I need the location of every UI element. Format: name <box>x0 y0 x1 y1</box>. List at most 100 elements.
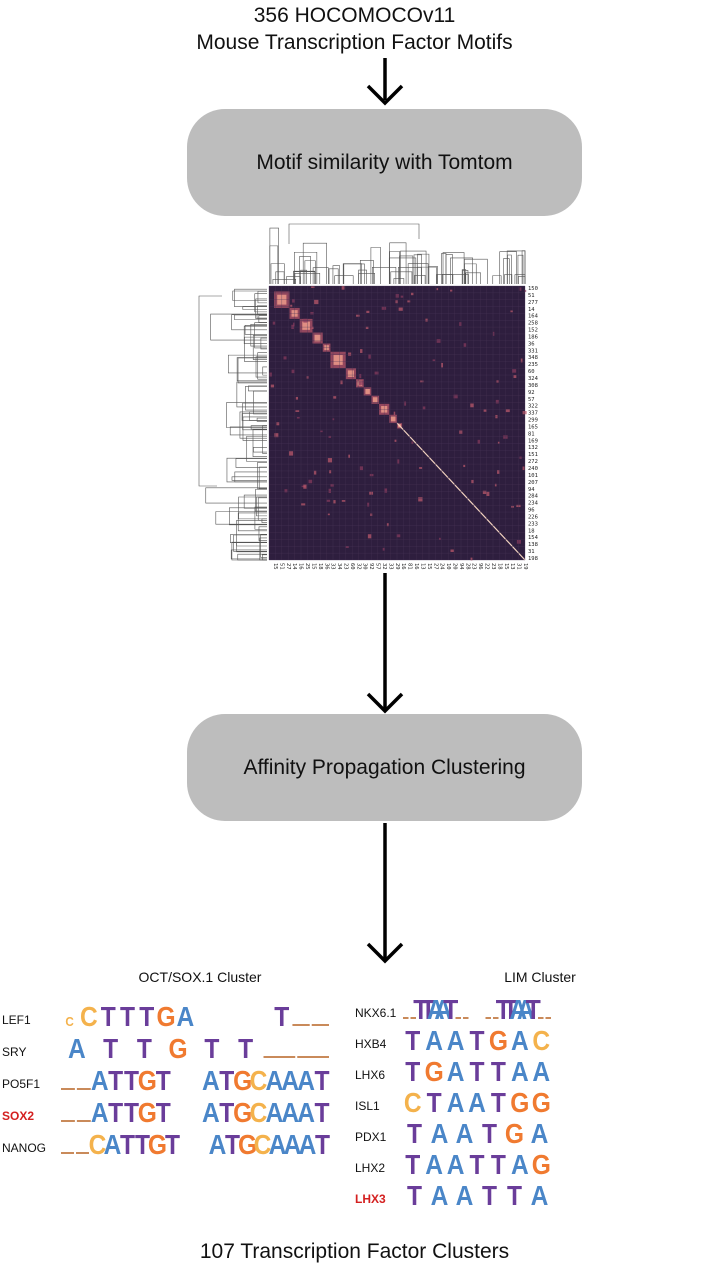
dendrogram-link <box>261 518 267 523</box>
dendrogram-link <box>342 263 362 284</box>
col-tick-label: 207 <box>451 563 457 570</box>
heatmap-cell <box>395 300 398 304</box>
heatmap-cell <box>516 539 521 544</box>
heatmap-cell <box>398 307 403 311</box>
dendrogram-link <box>293 270 316 284</box>
logo-base: A <box>104 1129 122 1155</box>
heatmap-cell <box>497 441 500 444</box>
heatmap-cell <box>327 513 330 516</box>
col-tick-label: 150 <box>272 563 278 570</box>
heatmap-cell <box>329 470 332 474</box>
logo-base: T <box>469 1149 484 1175</box>
row-tick-label: 322 <box>528 404 538 410</box>
logo-base: A <box>427 994 445 1020</box>
logo-base: G <box>138 1097 157 1123</box>
logo-noise <box>493 1017 499 1019</box>
dendrogram-link <box>233 534 267 552</box>
dendrogram-link <box>294 273 321 284</box>
heatmap-cell <box>519 456 522 459</box>
logo-base: T <box>219 1065 234 1091</box>
heatmap-cell <box>327 458 333 463</box>
logo-base: A <box>91 1097 109 1123</box>
dendrogram-link <box>445 254 453 284</box>
logo-base: T <box>165 1129 180 1155</box>
heatmap-cell <box>303 318 308 323</box>
heatmap-cell <box>311 326 314 330</box>
heatmap-cell <box>471 479 474 484</box>
dendrogram-link <box>236 519 267 547</box>
input-title-line1: 356 HOCOMOCOv11 <box>253 4 456 27</box>
dendrogram-link <box>215 511 267 525</box>
heatmap-cell <box>418 497 423 502</box>
dendrogram-link <box>229 426 267 436</box>
heatmap-cell <box>326 499 331 502</box>
heatmap-cell <box>393 411 396 415</box>
dendrogram-link <box>417 253 430 284</box>
logo-base: G <box>489 1025 508 1051</box>
logo-base: A <box>68 1033 86 1059</box>
heatmap-cell <box>330 483 334 487</box>
dendrogram-link <box>393 278 405 284</box>
col-tick-label: 18 <box>496 563 502 570</box>
heatmap-cell <box>328 435 332 438</box>
heatmap-cell <box>272 321 276 325</box>
logo-base: T <box>405 1025 420 1051</box>
heatmap-cell <box>366 310 370 314</box>
logo-base: T <box>496 994 511 1020</box>
dendrogram-link <box>236 357 267 382</box>
dendrogram-link <box>300 269 307 284</box>
logo-noise <box>61 1088 75 1090</box>
row-tick-label: 240 <box>528 466 538 472</box>
logo-base: T <box>491 1087 506 1113</box>
dendrogram-link <box>302 242 327 284</box>
logo-base: C <box>254 1129 272 1155</box>
left-dendrogram <box>198 288 267 561</box>
dendrogram-link <box>237 553 267 561</box>
logo-base: G <box>138 1065 157 1091</box>
heatmap-cell <box>463 464 466 468</box>
dendrogram-link <box>258 315 267 323</box>
dendrogram-link <box>358 269 367 284</box>
heatmap-cell <box>395 294 399 298</box>
logo-base: A <box>202 1097 220 1123</box>
motif-label: LHX3 <box>355 1192 386 1206</box>
col-tick-label: 272 <box>432 563 438 570</box>
row-tick-label: 277 <box>528 300 538 306</box>
motif-label: SRY <box>2 1045 27 1059</box>
dendrogram-link <box>294 251 318 284</box>
col-tick-label: 57 <box>375 563 381 570</box>
heatmap-cell <box>381 306 387 310</box>
row-tick-label: 207 <box>528 480 538 486</box>
dendrogram-link <box>255 489 267 512</box>
col-tick-label: 60 <box>349 563 355 570</box>
heatmap-cell <box>359 373 362 379</box>
heatmap-cell <box>386 523 389 527</box>
logo-base: G <box>510 1087 529 1113</box>
col-tick-label: 299 <box>394 563 400 570</box>
logo-base: T <box>407 1118 422 1144</box>
heatmap-cell <box>367 502 370 507</box>
row-tick-labels: 1505127714164258152186363313482356032430… <box>528 286 539 562</box>
col-tick-label: 14 <box>291 563 297 570</box>
heatmap-cell <box>341 286 345 290</box>
dendrogram-link <box>242 402 267 431</box>
heatmap-cell <box>420 380 424 383</box>
heatmap-cell <box>524 289 527 293</box>
dendrogram-link <box>262 554 267 561</box>
dendrogram-link <box>450 257 473 284</box>
heatmap-cell <box>470 557 473 561</box>
heatmap-cell <box>419 467 423 469</box>
col-tick-label: 337 <box>387 563 393 570</box>
logo-base: T <box>225 1129 240 1155</box>
dendrogram-link <box>246 435 267 462</box>
col-tick-label: 154 <box>503 563 509 570</box>
motif-label: LHX6 <box>355 1068 386 1082</box>
row-tick-label: 233 <box>528 521 538 527</box>
heatmap-cell <box>296 416 300 419</box>
logo-base: T <box>405 1149 420 1175</box>
dendrogram-link <box>227 354 267 374</box>
dendrogram-link <box>230 549 267 560</box>
